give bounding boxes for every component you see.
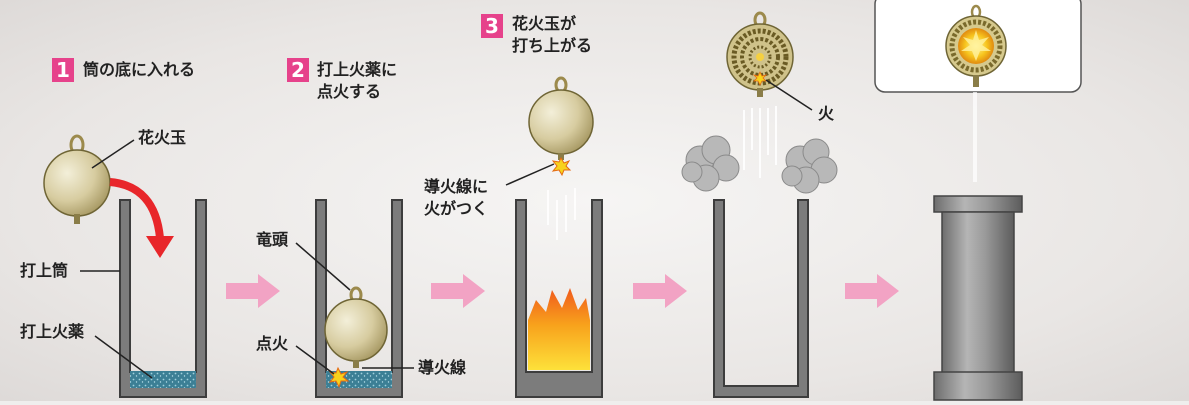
next-arrow-3	[633, 274, 687, 308]
fire-spark-icon	[752, 71, 768, 86]
next-arrow-1	[226, 274, 280, 308]
next-arrow-4	[845, 274, 899, 308]
mortar-tube-3	[515, 199, 603, 398]
step-3-badge: 3	[481, 14, 503, 38]
red-drop-arrow	[109, 178, 164, 239]
step-1-badge: 1	[52, 58, 74, 82]
stage-4	[681, 11, 838, 398]
step-1-title: 筒の底に入れる	[83, 60, 196, 79]
stage-3	[505, 76, 603, 398]
leader-fuse-lit	[505, 163, 555, 186]
leader-lift-charge	[94, 335, 153, 379]
firework-shell-5-burning	[945, 4, 1007, 87]
step-2-title-line2: 点火する	[317, 82, 382, 101]
spark-icon	[328, 366, 350, 389]
fuse-spark-icon	[551, 156, 572, 177]
step-3-title-line2: 打ち上がる	[512, 36, 593, 55]
label-mortar: 打上筒	[20, 261, 69, 280]
lift-charge-powder	[130, 371, 196, 388]
red-arrow-head	[146, 236, 174, 258]
mortar-tube-2	[315, 199, 403, 398]
smoke-right	[781, 138, 838, 194]
leader-fire	[765, 79, 813, 111]
step-2-title-line1: 打上火薬に	[317, 60, 398, 79]
stage-1	[43, 134, 207, 398]
mortar-tube	[119, 199, 207, 398]
leader-ignition	[295, 345, 335, 375]
label-fuse-lit-line1: 導火線に	[424, 177, 489, 196]
label-fuse-lit-line2: 火がつく	[424, 199, 489, 218]
leader-head	[295, 242, 351, 291]
label-lift-charge: 打上火薬	[20, 322, 85, 341]
motion-trails-4	[743, 106, 777, 178]
label-ignition: 点火	[256, 334, 289, 353]
mortar-tube-4	[713, 199, 809, 398]
step-2-badge: 2	[287, 58, 309, 82]
smoke-left	[681, 135, 740, 192]
leader-shell	[91, 139, 135, 169]
stage-5	[874, 0, 1082, 401]
step-3-title-line1: 花火玉が	[512, 14, 577, 33]
label-fire: 火	[818, 104, 835, 123]
firework-shell-2	[324, 286, 388, 368]
next-arrow-2	[431, 274, 485, 308]
flame	[528, 288, 590, 370]
label-fuse: 導火線	[418, 358, 467, 377]
motion-trails	[547, 188, 576, 240]
mortar-pipe	[933, 195, 1023, 401]
label-shell: 花火玉	[138, 128, 187, 147]
firework-shell-3	[528, 76, 594, 160]
launch-trail	[973, 92, 977, 182]
label-head: 竜頭	[256, 230, 289, 249]
stage-2	[295, 199, 414, 398]
